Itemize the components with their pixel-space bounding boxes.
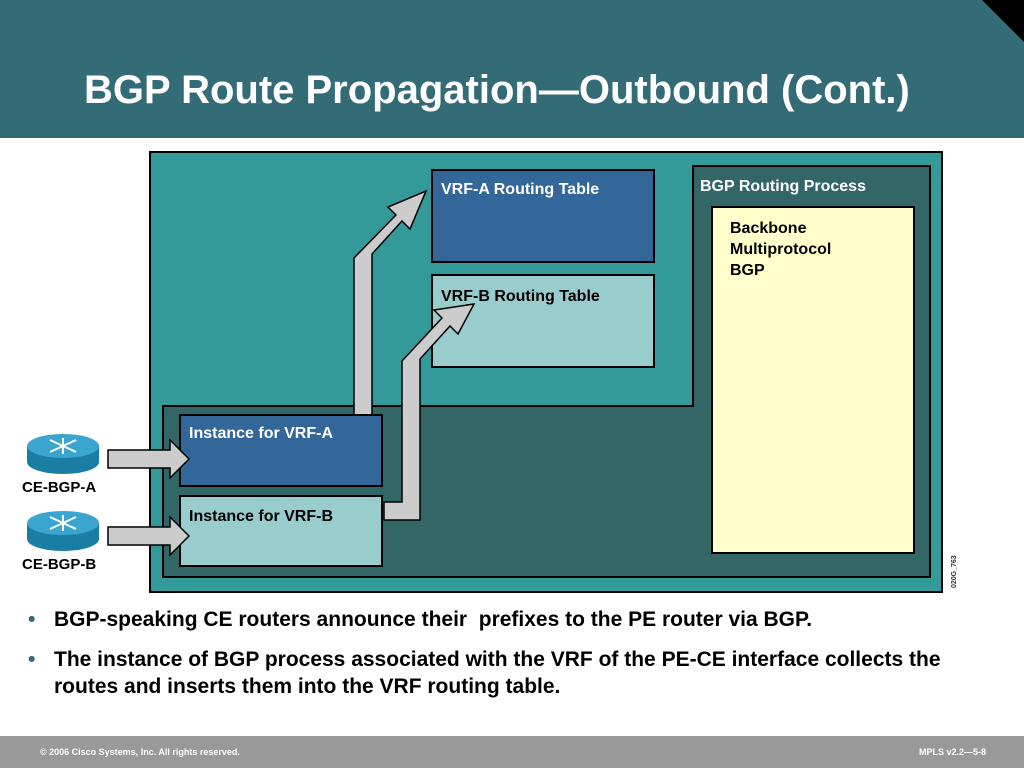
- vrf-b-table-label: VRF-B Routing Table: [441, 288, 600, 305]
- bullet-dot: •: [28, 608, 36, 631]
- bullet-text: BGP-speaking CE routers announce their p…: [54, 608, 813, 631]
- header-bar: BGP Route Propagation—Outbound (Cont.): [0, 0, 1024, 138]
- bullet-dot: •: [28, 648, 36, 671]
- vrf-a-table: [431, 169, 655, 263]
- slide-title: BGP Route Propagation—Outbound (Cont.): [84, 68, 910, 112]
- instance-vrf-a-label: Instance for VRF-A: [189, 425, 333, 442]
- bullet-item: • The instance of BGP process associated …: [28, 646, 1008, 700]
- arrow-ce-b-to-instance-b: [107, 515, 191, 557]
- bgp-process-label: BGP Routing Process: [700, 178, 866, 195]
- bullet-text: The instance of BGP process associated w…: [54, 648, 941, 698]
- slide-code: MPLS v2.2—5-8: [918, 747, 986, 757]
- copyright-text: © 2006 Cisco Systems, Inc. All rights re…: [40, 747, 240, 757]
- arrow-instance-b-to-vrf-b: [383, 303, 476, 521]
- bgp-diagram: VRF-A Routing Table VRF-B Routing Table …: [22, 151, 958, 593]
- arrow-ce-a-to-instance-a: [107, 438, 191, 480]
- router-b-label: CE-BGP-B: [22, 556, 96, 573]
- instance-vrf-b-box: [179, 495, 383, 567]
- footer-bar: © 2006 Cisco Systems, Inc. All rights re…: [0, 736, 1024, 768]
- backbone-mp-bgp-box: [711, 206, 915, 554]
- vrf-a-table-label: VRF-A Routing Table: [441, 181, 599, 198]
- router-icon: [27, 511, 99, 551]
- vrf-b-table: [431, 274, 655, 368]
- instance-vrf-b-label: Instance for VRF-B: [189, 508, 333, 525]
- backbone-label-line-3: BGP: [730, 262, 765, 279]
- corner-triangle: [982, 0, 1024, 42]
- router-icon: [27, 434, 99, 474]
- bullet-item: • BGP-speaking CE routers announce their …: [28, 606, 1008, 633]
- figure-id: 020G_763: [951, 555, 958, 588]
- bullet-list: • BGP-speaking CE routers announce their …: [28, 606, 1008, 713]
- arrow-instance-a-to-vrf-a: [353, 189, 428, 416]
- backbone-label-line-1: Backbone: [730, 220, 807, 237]
- router-a-label: CE-BGP-A: [22, 479, 96, 496]
- backbone-label-line-2: Multiprotocol: [730, 241, 831, 258]
